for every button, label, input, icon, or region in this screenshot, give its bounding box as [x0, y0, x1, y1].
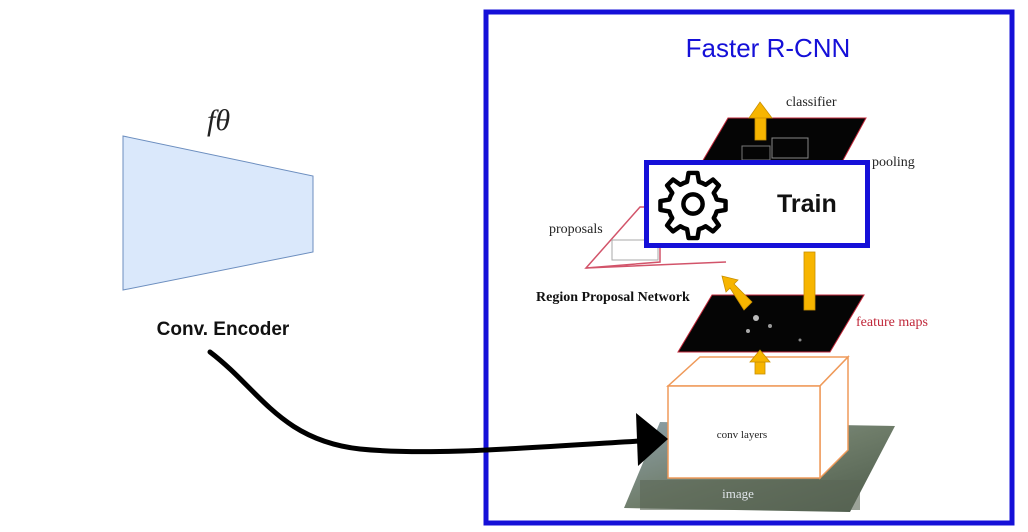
arrow-features-to-rpn	[721, 275, 753, 311]
pooling-label: pooling	[872, 155, 915, 170]
proposals-label: proposals	[549, 222, 603, 237]
encoder-symbol: fθ	[207, 104, 230, 137]
faster-rcnn-title: Faster R-CNN	[686, 33, 851, 63]
feature-maps-label: feature maps	[856, 315, 928, 330]
encoder-to-rcnn-arrowhead	[636, 413, 668, 466]
faster-rcnn-frame	[483, 9, 1015, 526]
classifier-plane	[701, 117, 867, 163]
rpn-label: Region Proposal Network	[536, 290, 690, 305]
image-label: image	[722, 486, 754, 501]
feature-map-plane	[677, 294, 865, 353]
train-label: Train	[777, 189, 837, 218]
encoder-label: Conv. Encoder	[157, 319, 290, 340]
gear-icon	[649, 165, 737, 243]
conv-layers-label: conv layers	[717, 429, 767, 441]
encoder-to-rcnn-arrow	[207, 349, 643, 455]
encoder-trapezoid	[122, 135, 314, 291]
arrow-features-to-pooling	[803, 251, 816, 311]
arrow-conv-to-features	[749, 349, 771, 375]
train-button[interactable]: Train	[644, 160, 870, 248]
conv-box-front	[667, 385, 821, 479]
classifier-label: classifier	[786, 95, 837, 110]
arrow-to-classifier	[748, 101, 773, 141]
